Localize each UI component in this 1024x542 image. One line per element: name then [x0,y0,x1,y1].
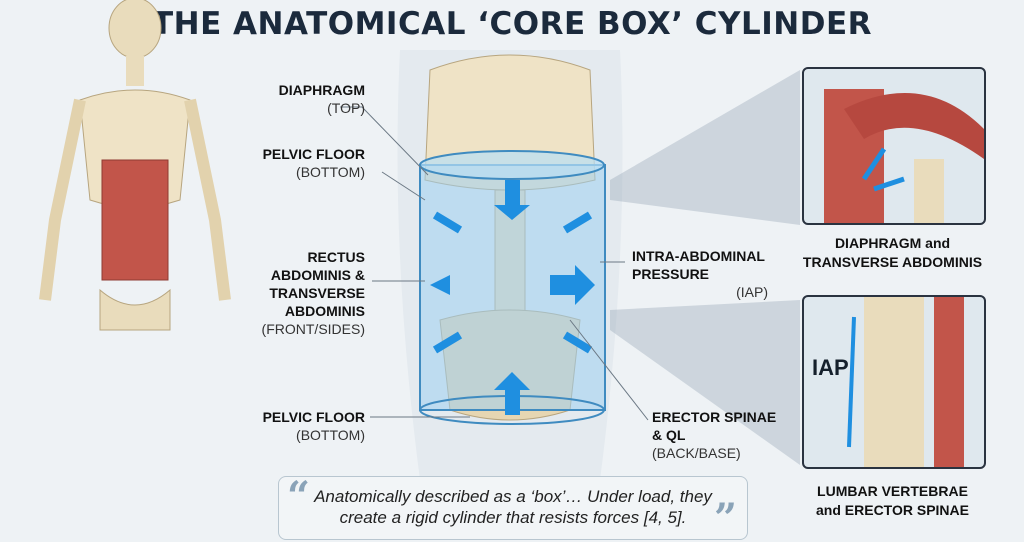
diaphragm-detail-panel [802,67,986,225]
label-erector-spinae: ERECTOR SPINAE & QL(BACK/BASE) [652,409,777,461]
torso-illustration [397,50,623,480]
quote-box: “ Anatomically described as a ‘box’… Und… [278,473,748,542]
label-pelvic-floor-lower: PELVIC FLOOR(BOTTOM) [262,409,365,443]
open-quote-icon: “ [287,473,311,520]
label-rectus-transverse: RECTUS ABDOMINIS & TRANSVERSE ABDOMINIS(… [261,249,365,337]
iap-panel-label: IAP [812,355,849,380]
lumbar-detail-panel: IAP [802,295,986,469]
label-iap: INTRA-ABDOMINAL PRESSURE(IAP) [632,248,768,300]
label-diaphragm-top: DIAPHRAGM(TOP) [278,82,365,116]
page-title: THE ANATOMICAL ‘CORE BOX’ CYLINDER [151,6,873,42]
label-pelvic-floor-upper: PELVIC FLOOR(BOTTOM) [262,146,365,180]
skeleton-figure [39,0,231,331]
close-quote-icon: ” [713,495,737,542]
quote-text: Anatomically described as a ‘box’… Under… [314,487,712,527]
pressure-arrows [430,180,595,415]
